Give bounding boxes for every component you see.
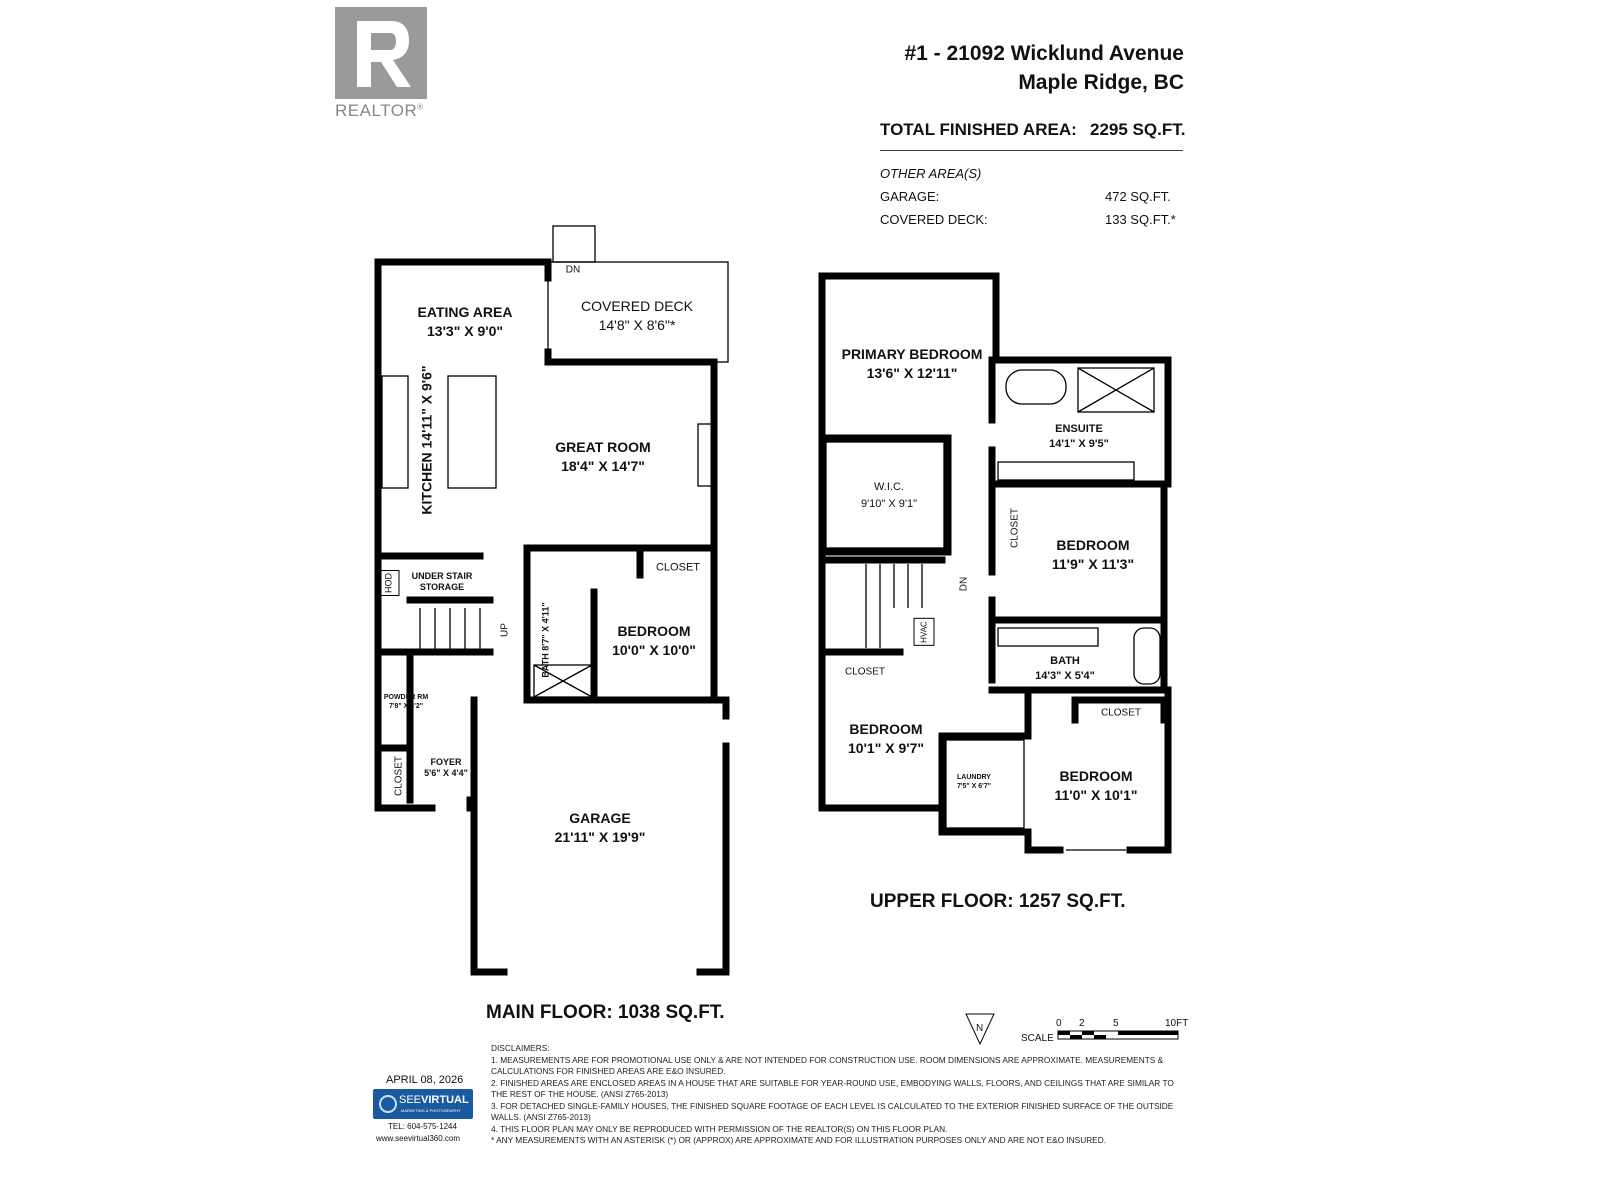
- realtor-r-icon: [357, 21, 411, 87]
- deck-area-label: COVERED DECK:: [880, 212, 988, 227]
- plan-date: APRIL 08, 2026: [386, 1074, 464, 1086]
- hvac-label: HVAC: [913, 618, 935, 646]
- room-wic: W.I.C.9'10" X 9'1": [860, 481, 918, 510]
- main-floor-area: MAIN FLOOR: 1038 SQ.FT.: [486, 1002, 725, 1023]
- room-kitchen: KITCHEN 14'11" X 9'6": [418, 365, 435, 515]
- stairs-up-label: UP: [499, 623, 511, 637]
- room-foyer-closet: CLOSET: [393, 755, 405, 797]
- header-divider: [880, 150, 1183, 151]
- upper-floor-area: UPPER FLOOR: 1257 SQ.FT.: [870, 891, 1126, 912]
- total-area-value: 2295 SQ.FT.: [1090, 120, 1186, 139]
- seevirtual-globe-icon: [379, 1095, 397, 1113]
- scale-label: SCALE: [1021, 1033, 1054, 1044]
- disclaimer-3: 3. FOR DETACHED SINGLE-FAMILY HOUSES, TH…: [491, 1100, 1174, 1123]
- realtor-wordmark: REALTOR®: [335, 101, 424, 120]
- deck-area-value: 133 SQ.FT.*: [1105, 212, 1176, 227]
- realtor-logo: [335, 7, 427, 99]
- company-tel: TEL: 604-575-1244: [388, 1122, 457, 1131]
- total-area-label: TOTAL FINISHED AREA:: [880, 120, 1077, 139]
- disclaimer-4: 4. THIS FLOOR PLAN MAY ONLY BE REPRODUCE…: [491, 1123, 948, 1134]
- room-bedroom-4-closet: CLOSET: [1100, 707, 1142, 719]
- scale-tick-10: 10FT: [1165, 1018, 1189, 1029]
- other-areas-title: OTHER AREA(S): [880, 166, 982, 181]
- disclaimers: DISCLAIMERS: 1. MEASUREMENTS ARE FOR PRO…: [491, 1043, 1186, 1147]
- room-bedroom-3-closet: CLOSET: [844, 666, 886, 678]
- disclaimer-1: 1. MEASUREMENTS ARE FOR PROMOTIONAL USE …: [491, 1054, 1164, 1077]
- address-line-2: Maple Ridge, BC: [1018, 71, 1184, 94]
- scale-tick-2: 2: [1079, 1018, 1085, 1029]
- disclaimer-2: 2. FINISHED AREAS ARE ENCLOSED AREAS IN …: [491, 1077, 1174, 1100]
- disclaimers-title: DISCLAIMERS:: [491, 1043, 550, 1053]
- compass-label: N: [976, 1023, 984, 1034]
- company-web[interactable]: www.seevirtual360.com: [376, 1134, 461, 1143]
- hod-label: HOD: [378, 570, 400, 596]
- stairs-down-label: DN: [565, 264, 581, 276]
- garage-area-value: 472 SQ.FT.: [1105, 189, 1171, 204]
- scale-tick-5: 5: [1113, 1018, 1119, 1029]
- address-line-1: #1 - 21092 Wicklund Avenue: [904, 42, 1184, 65]
- room-bedroom-2-closet: CLOSET: [1009, 507, 1021, 549]
- room-closet-main-bedroom: CLOSET: [655, 561, 701, 574]
- scale-tick-0: 0: [1056, 1018, 1062, 1029]
- garage-area-label: GARAGE:: [880, 189, 940, 204]
- seevirtual-logo: SEEVIRTUAL MARKETING & PHOTOGRAPHY: [373, 1089, 473, 1119]
- disclaimer-asterisk: * ANY MEASUREMENTS WITH AN ASTERISK (*) …: [491, 1135, 1107, 1145]
- room-main-bath: BATH 8'7" X 4'11": [540, 602, 551, 678]
- upper-stairs-down-label: DN: [958, 576, 970, 592]
